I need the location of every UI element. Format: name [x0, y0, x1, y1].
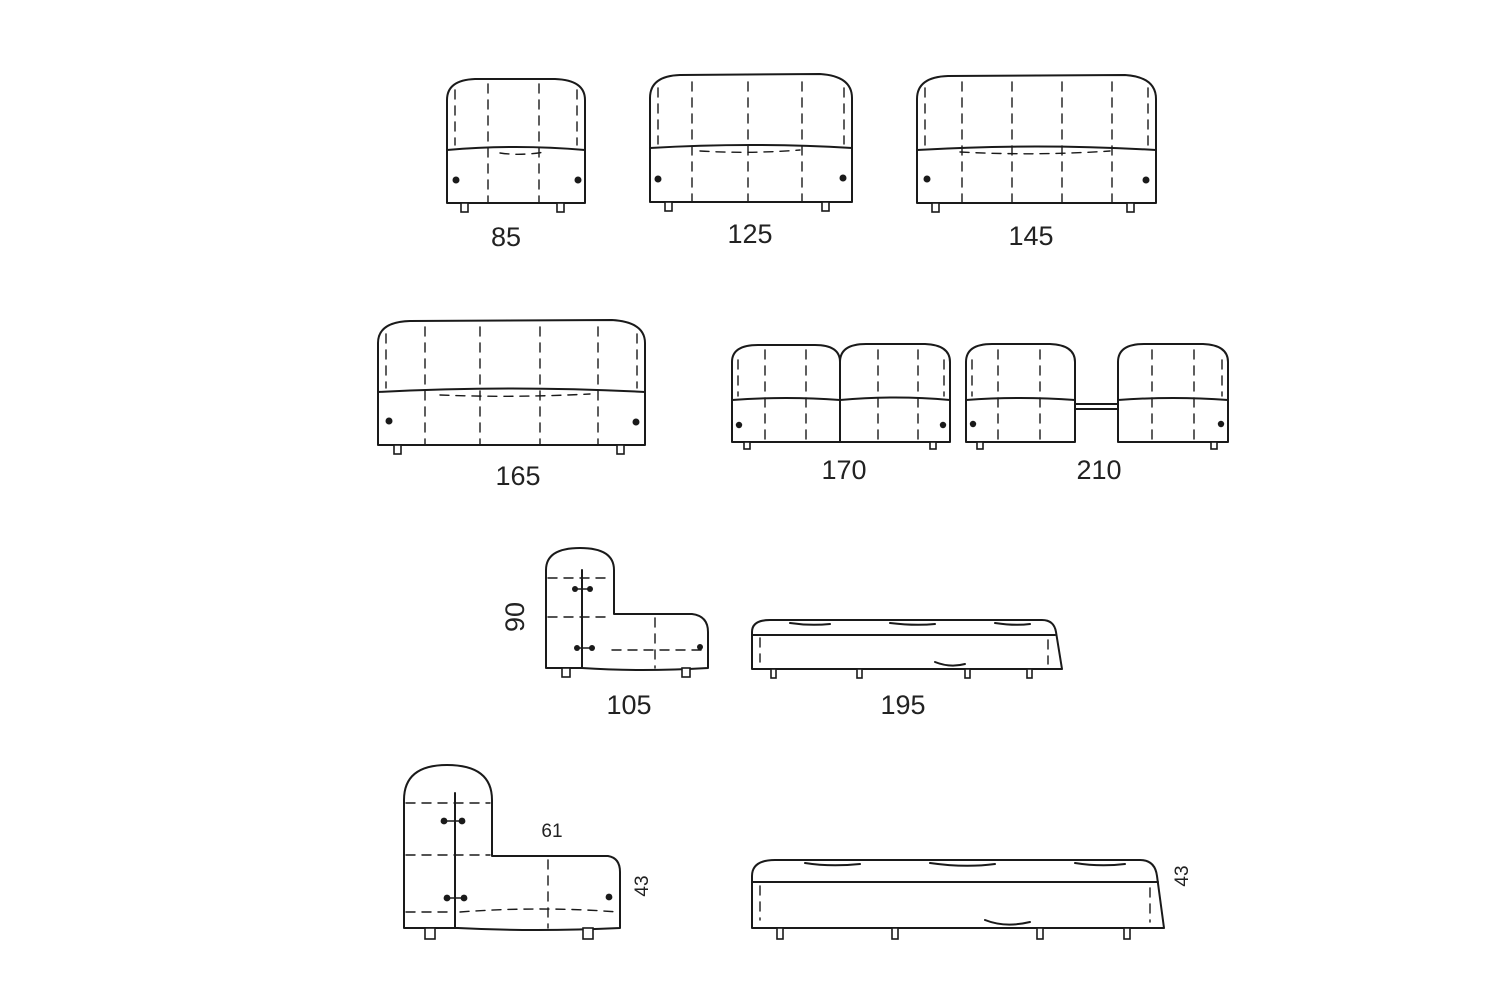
sofa-210: [965, 343, 1229, 450]
height-label-43-right: 43: [1172, 865, 1193, 886]
depth-label-61: 61: [541, 821, 562, 842]
corner-module-105: [545, 547, 709, 678]
width-label-210: 210: [1076, 455, 1121, 485]
sofa-85: [446, 78, 586, 213]
width-label-195: 195: [880, 690, 925, 720]
width-label-170: 170: [821, 455, 866, 485]
bench-195: [751, 619, 1063, 679]
width-label-145: 145: [1008, 221, 1053, 251]
sofa-170: [731, 343, 951, 450]
width-label-105: 105: [606, 690, 651, 720]
sofa-145: [916, 74, 1157, 213]
sofa-165: [377, 319, 646, 455]
height-label-90: 90: [500, 602, 530, 632]
width-label-125: 125: [727, 219, 772, 249]
bench-long: [751, 859, 1165, 940]
width-label-165: 165: [495, 461, 540, 491]
corner-module-large: [403, 764, 621, 940]
sofa-125: [649, 73, 853, 212]
height-label-43-left: 43: [632, 875, 653, 896]
width-label-85: 85: [491, 222, 521, 252]
